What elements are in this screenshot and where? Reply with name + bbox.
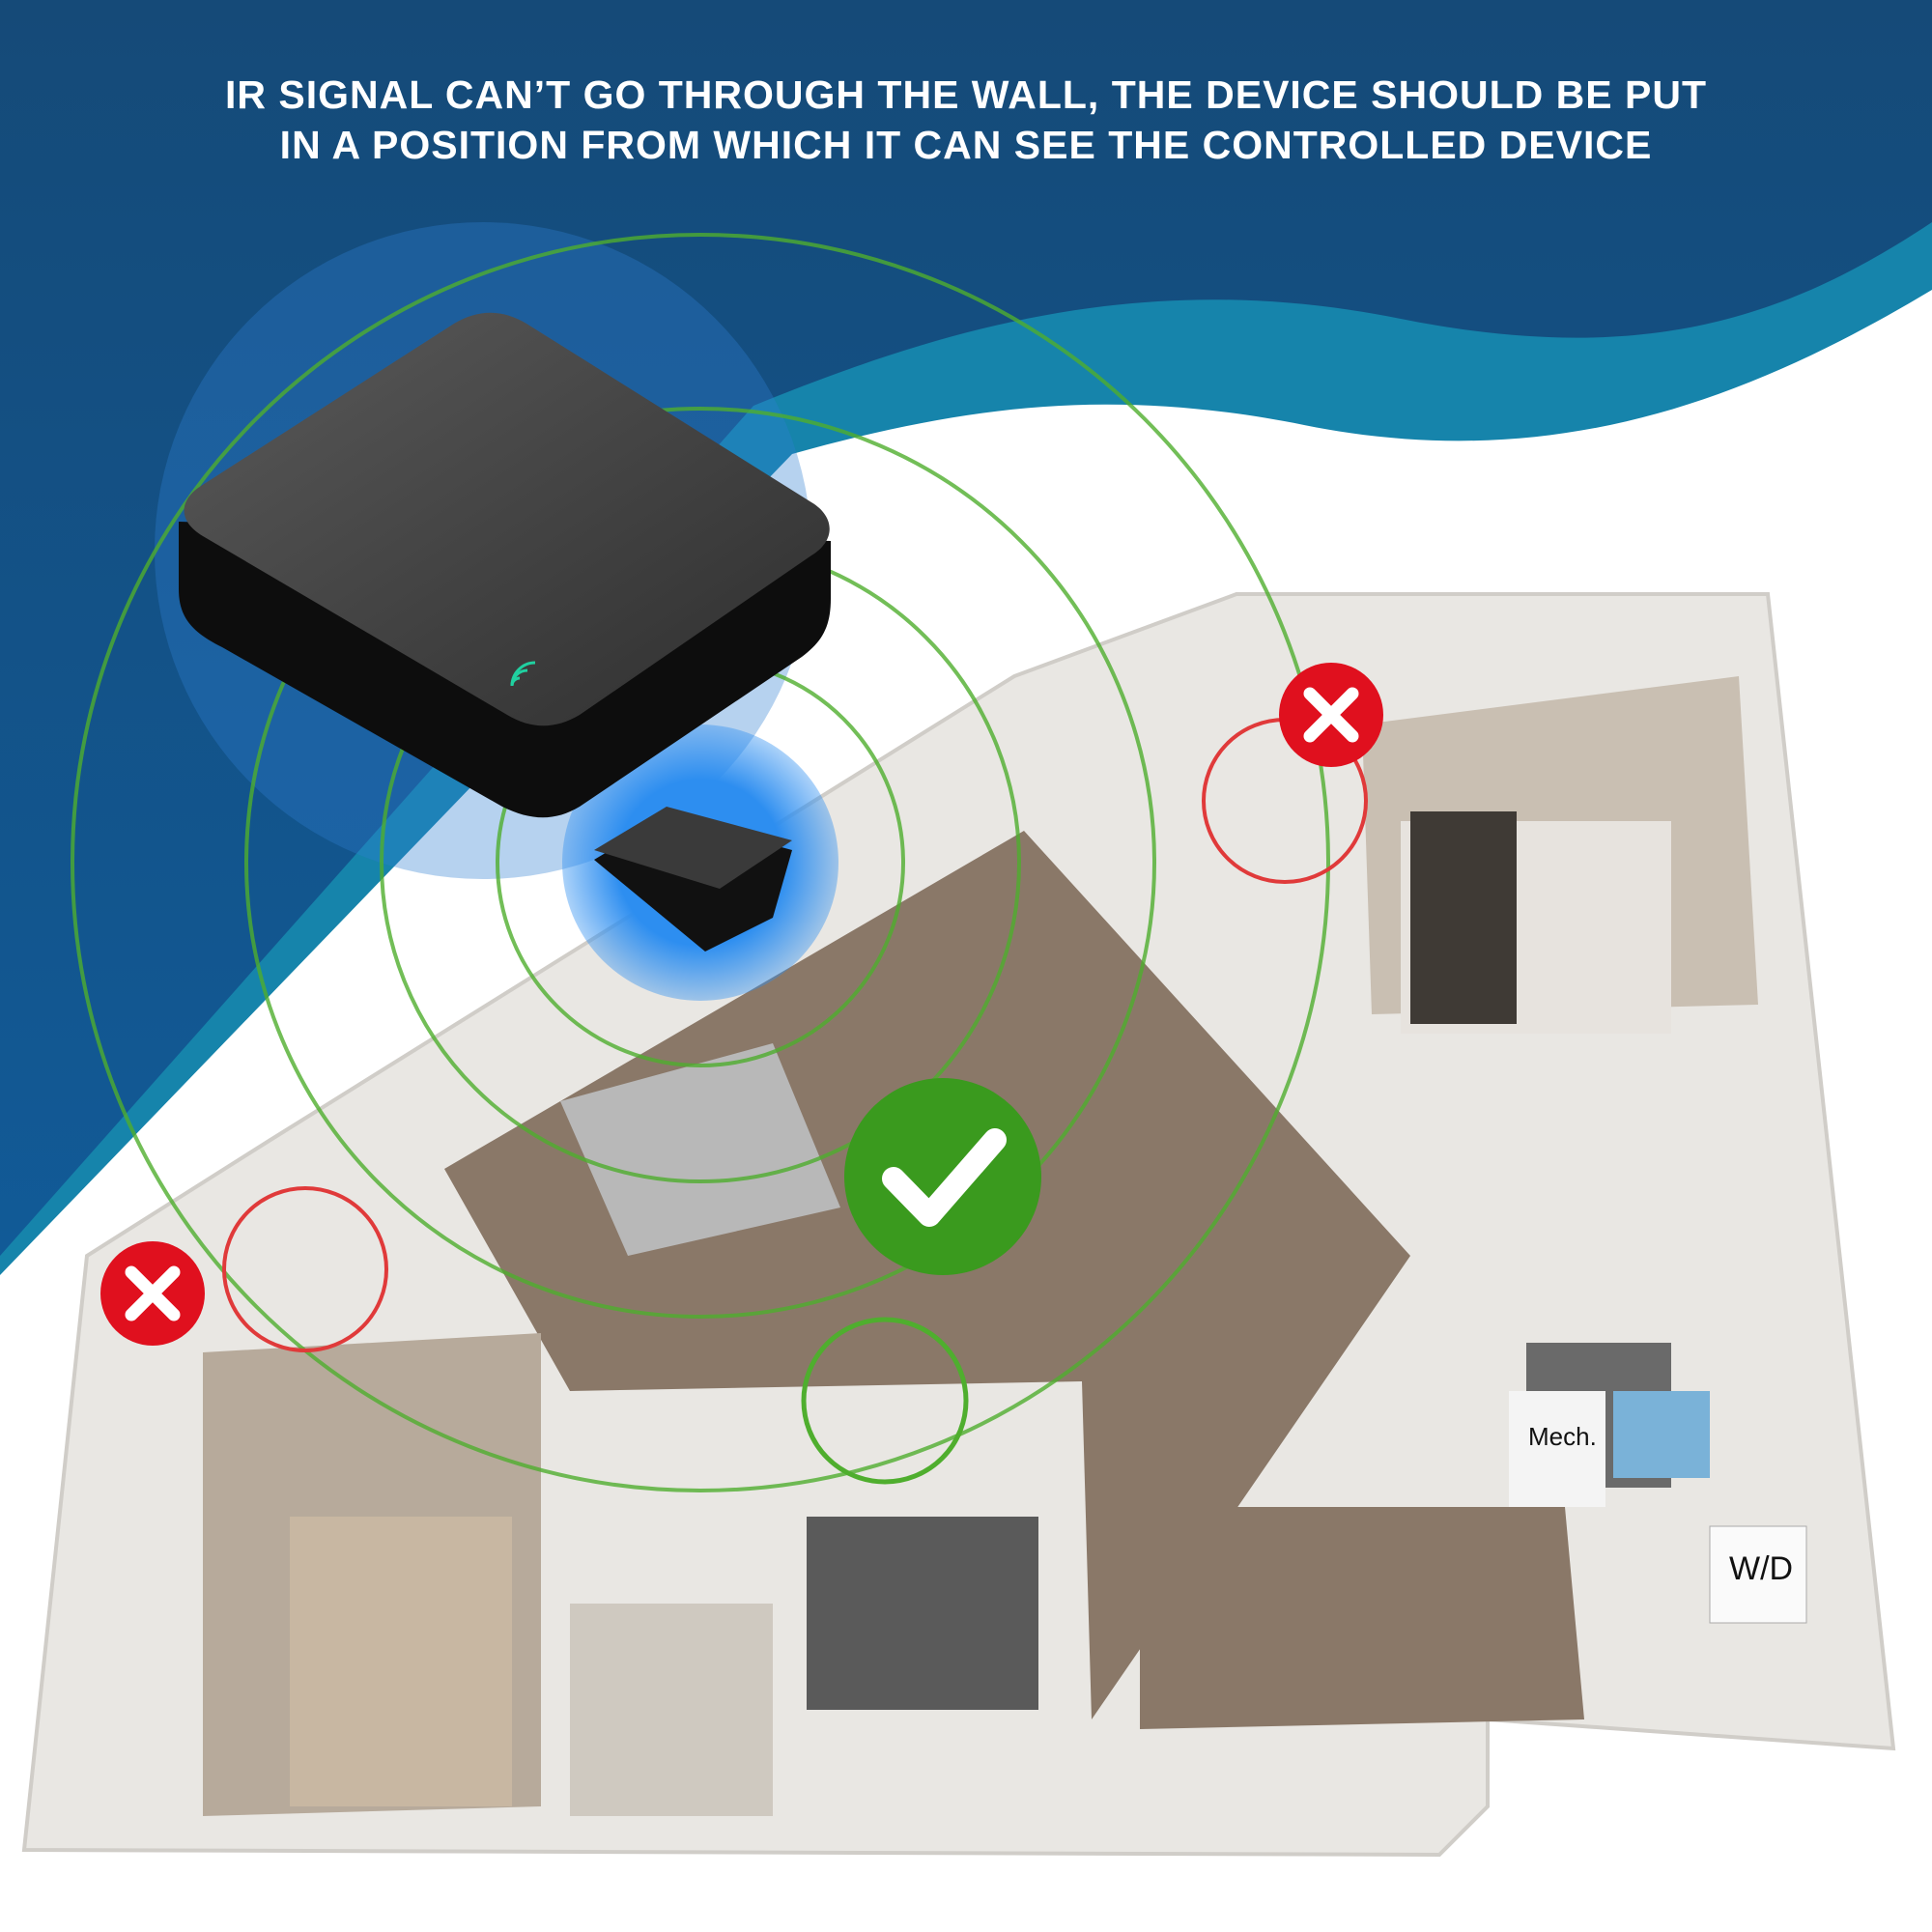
headline: IR SIGNAL CAN’T GO THROUGH THE WALL, THE… [0,70,1932,170]
check-icon [844,1078,1041,1275]
bedroom2-tv-blocked-ring [222,1186,388,1352]
mech-room-label: Mech. [1528,1422,1597,1451]
wifi-icon [510,661,536,687]
cross-icon [1279,663,1383,767]
ir-blaster-device [179,312,831,818]
headline-line-1: IR SIGNAL CAN’T GO THROUGH THE WALL, THE… [225,72,1707,117]
cross-icon [100,1241,205,1346]
ir-blaster-device-small [594,807,792,952]
headline-line-2: IN A POSITION FROM WHICH IT CAN SEE THE … [279,123,1653,167]
washer-dryer-label: W/D [1729,1550,1794,1587]
tv-ok-ring [801,1317,969,1485]
floor-plan [21,592,1896,1858]
